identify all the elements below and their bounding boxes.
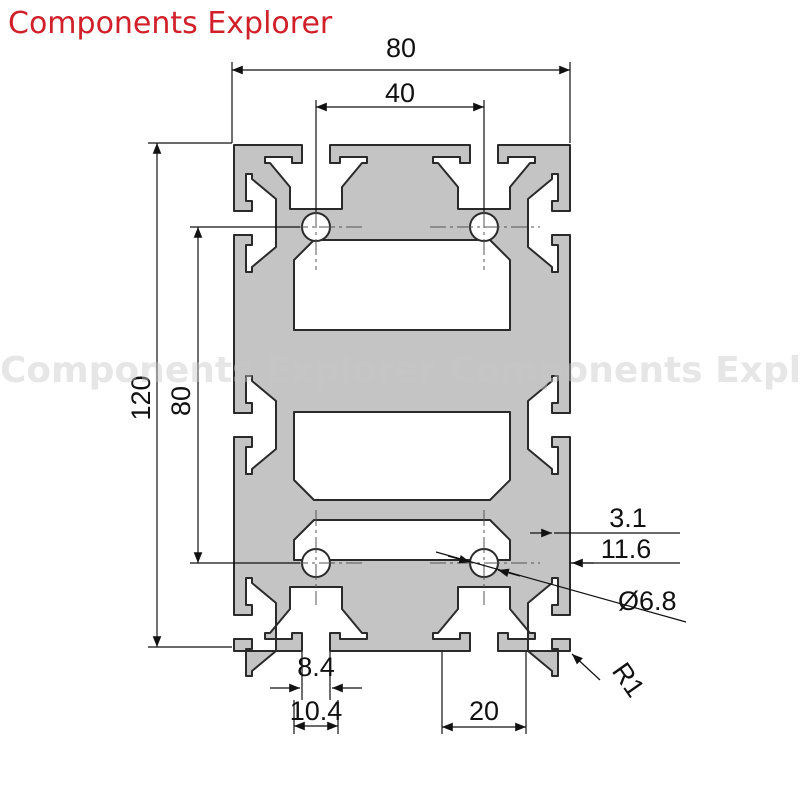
profile-outline [233,144,571,677]
profile-cross-section [233,144,571,677]
dimension-corner-radius: R1 [571,653,651,703]
arrow [497,568,521,578]
label-overall-width: 80 [386,33,416,63]
dimension-hole-spacing-horizontal: 40 [315,78,485,212]
dimension-wall-thickness: 3.1 [530,503,680,538]
leader-line [571,653,601,681]
dimension-module-pitch: 20 [441,652,527,734]
dimension-hole-diameter: Ø6.8 [435,551,687,623]
dimension-hole-spacing-vertical: 80 [166,226,300,564]
label-hole-diameter: Ø6.8 [618,586,677,616]
label-corner-radius: R1 [606,657,650,702]
arrow [447,554,471,564]
label-slot-opening: 8.4 [297,652,335,682]
dimension-slot-depth: 11.6 [570,534,680,568]
label-module-pitch: 20 [469,696,499,726]
label-slot-width: 10.4 [290,696,343,726]
leader-line [435,551,687,623]
label-wall-thickness: 3.1 [609,503,647,533]
label-overall-height: 120 [126,375,156,420]
dimension-slot-opening: 8.4 [270,652,362,700]
label-hole-spacing-vertical: 80 [166,386,196,416]
center-lines [265,185,540,605]
dimension-overall-width: 80 [231,33,571,143]
brand-title: Components Explorer [8,6,333,41]
dimension-overall-height: 120 [126,142,232,648]
label-hole-spacing-horizontal: 40 [385,78,415,108]
dimension-slot-width: 10.4 [290,696,343,734]
label-slot-depth: 11.6 [601,534,652,564]
